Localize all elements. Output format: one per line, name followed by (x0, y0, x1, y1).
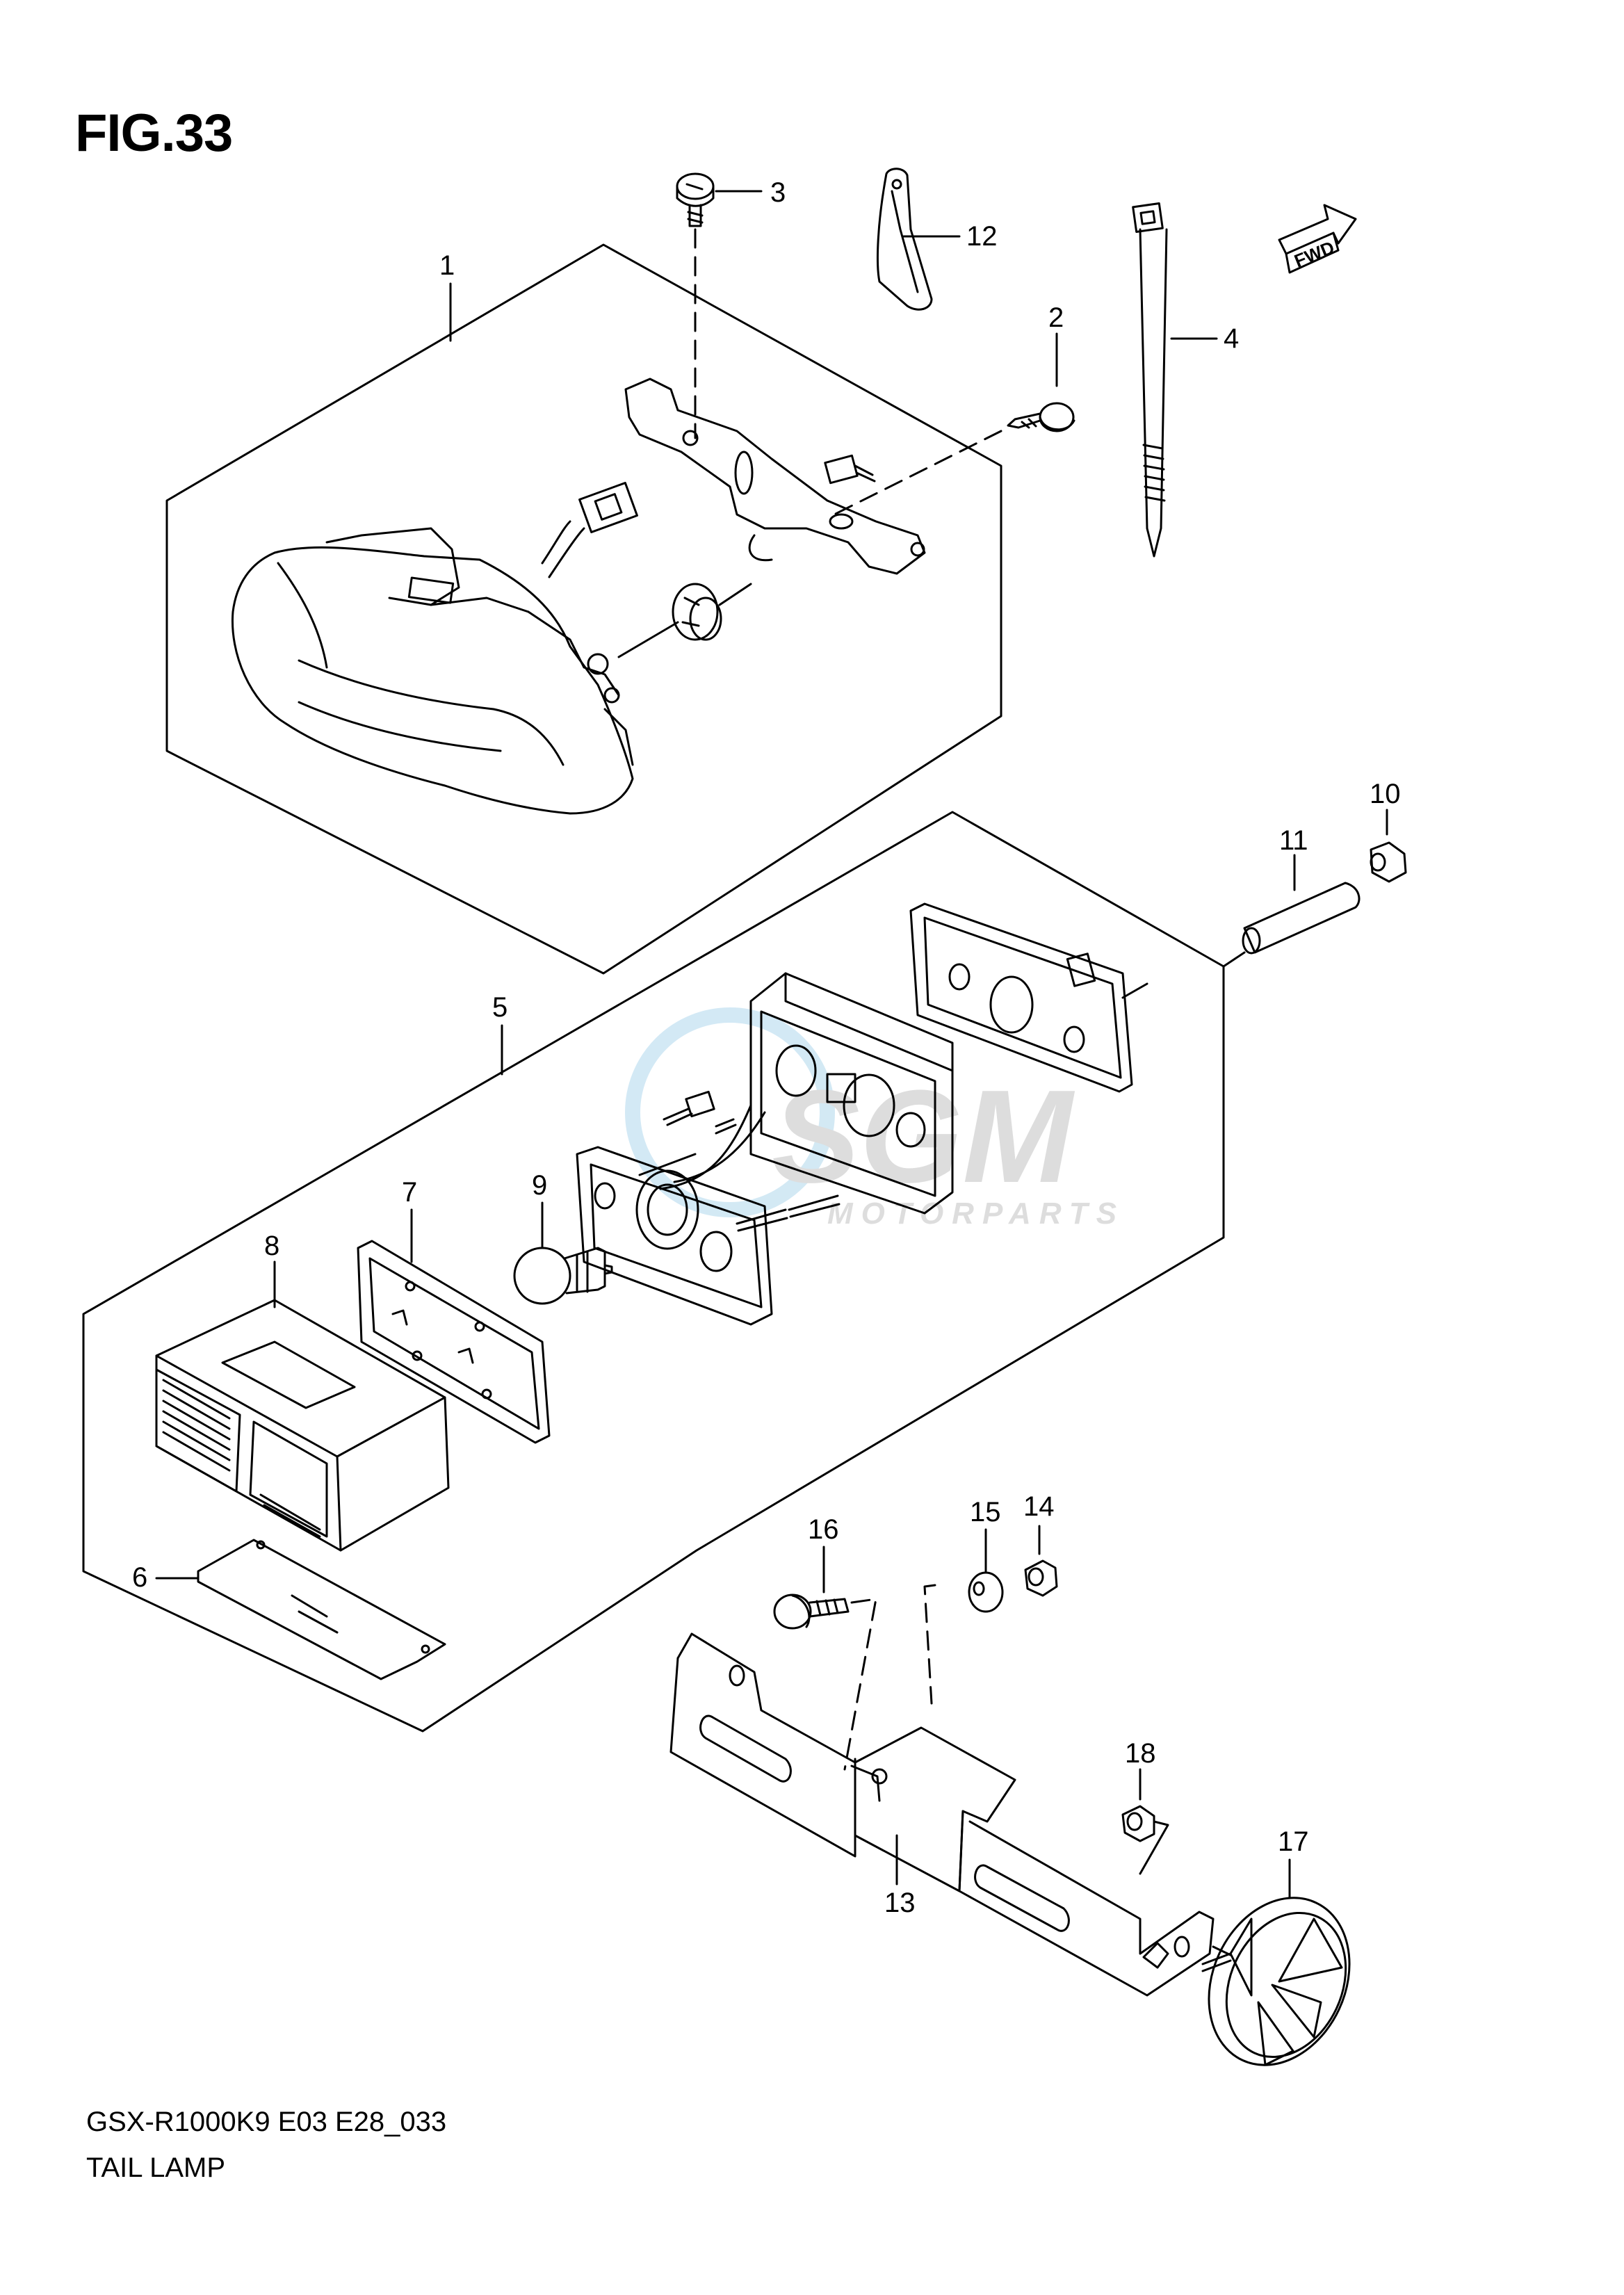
callout-10: 10 (1370, 779, 1401, 809)
callout-5: 5 (492, 992, 508, 1023)
nut-part-14 (1024, 1559, 1058, 1597)
callout-8: 8 (264, 1231, 279, 1261)
reflector-part-17 (1201, 1897, 1351, 2066)
lamp-screw-lower (736, 1194, 841, 1232)
callout-2: 2 (1048, 302, 1064, 333)
lamp-housing-rear (909, 902, 1148, 1093)
assembly-box-1 (165, 243, 1002, 975)
fwd-direction-arrow: FWD (1278, 204, 1357, 274)
assembly-box-5 (82, 811, 1225, 1733)
lamp-bracket (624, 378, 926, 575)
cable-tie-part-4 (1132, 202, 1168, 558)
lamp-screw-upper (663, 1090, 737, 1135)
callout-13: 13 (884, 1888, 916, 1918)
nut-part-18 (1121, 1805, 1155, 1842)
callout-18: 18 (1125, 1738, 1156, 1769)
callout-11: 11 (1279, 825, 1308, 856)
callout-6: 6 (132, 1562, 147, 1593)
gasket-part-7 (357, 1240, 551, 1444)
callout-16: 16 (808, 1514, 839, 1545)
screw-part-16 (773, 1593, 850, 1630)
callout-9: 9 (532, 1170, 547, 1201)
tail-lamp-unit (231, 482, 638, 815)
watermark-subtext: MOTORPARTS (827, 1197, 1125, 1231)
screw-part-2 (1007, 402, 1075, 432)
bracket-part-13 (669, 1632, 1215, 1997)
plate-part-6 (197, 1539, 446, 1680)
clip-part-12 (876, 168, 933, 311)
callout-17: 17 (1278, 1826, 1309, 1857)
bracket-screw (824, 454, 876, 485)
washer-part-15 (968, 1571, 1004, 1613)
grommet (672, 583, 722, 641)
callout-4: 4 (1224, 323, 1239, 354)
model-code: GSX-R1000K9 E03 E28_033 (86, 2107, 447, 2137)
spacer-part-11 (1242, 882, 1361, 955)
figure-caption: TAIL LAMP (86, 2152, 226, 2183)
callout-12: 12 (966, 221, 998, 252)
lamp-body (749, 972, 954, 1215)
figure-title: FIG.33 (75, 104, 233, 163)
callout-15: 15 (970, 1497, 1001, 1527)
callout-7: 7 (402, 1177, 417, 1208)
callout-1: 1 (439, 250, 455, 281)
screw-part-3 (676, 172, 715, 227)
callout-labels: 1 2 3 4 5 6 7 8 9 10 11 12 13 14 15 16 1… (132, 177, 1401, 1918)
socket-plate (576, 1104, 773, 1326)
callout-3: 3 (770, 177, 786, 208)
bulb-part-9 (513, 1247, 613, 1305)
callout-14: 14 (1023, 1491, 1055, 1522)
lens-part-8 (155, 1299, 450, 1552)
nut-part-10 (1370, 841, 1407, 883)
